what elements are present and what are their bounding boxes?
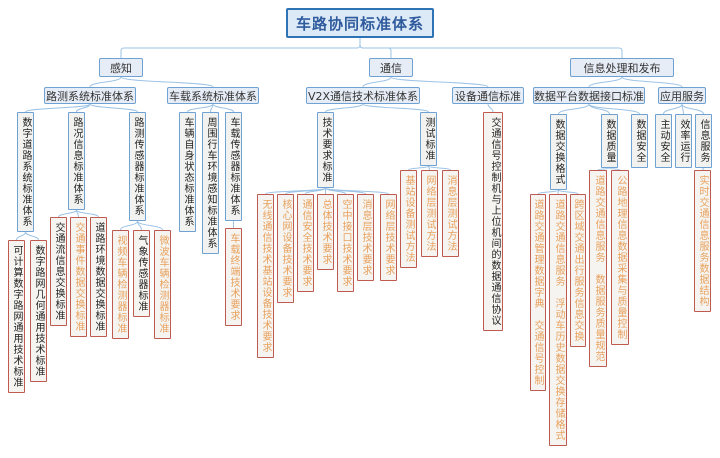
node-tongxin: 通信 [369, 58, 413, 77]
node-yingyong: 应用服务 [658, 87, 706, 104]
node-sjzl: 数据质量 [601, 114, 618, 168]
node-czzd: 车载终端技术要求 [225, 228, 242, 326]
node-kzjk: 空中接口技术要求 [337, 194, 354, 292]
node-xlyx: 效率运行 [675, 114, 692, 168]
node-dljt_zd: 道路交通管理数据字典 交通信号控制 [530, 194, 546, 391]
node-jtl: 交通流信息交换标准 [50, 217, 67, 326]
node-gldl: 公路地理信息数据采集与质量控制 [611, 170, 629, 345]
node-v2x_sys: V2X通信技术标准体系 [306, 87, 420, 104]
node-luce_sys: 路测系统标准体系 [44, 87, 136, 104]
node-czcgq: 车载传感器标准体系 [225, 112, 242, 221]
node-xinxichuli: 信息处理和发布 [570, 58, 674, 77]
node-root: 车路协同标准体系 [286, 8, 434, 38]
node-ssjt: 实时交通信息服务数据结构 [694, 170, 711, 312]
node-dlhj: 道路环境数据交换标准 [90, 217, 107, 337]
node-xxc_js: 消息层技术要求 [357, 194, 374, 281]
node-jsyq: 技术要求标准 [317, 112, 334, 188]
node-ztjs: 总体技术要求 [317, 194, 334, 270]
node-dljt_fd: 道路交通信息服务 浮动车历史数据交换存储格式 [549, 194, 567, 446]
node-clzs: 车辆自身状态标准体系 [179, 112, 196, 232]
node-kjs: 可计算数字路网通用技术标准 [8, 240, 25, 393]
node-chezai_sys: 车载系统标准体系 [167, 87, 259, 104]
node-sjaq: 数据安全 [631, 114, 648, 168]
node-csbz: 测试标准 [420, 112, 437, 166]
node-wbcl: 微波车辆检测器标准 [154, 230, 171, 339]
node-jtxh: 交通信号控制机与上位机间的数据通信协议 [483, 112, 503, 331]
node-szdl: 数字道路系统标准体系 [17, 112, 34, 232]
node-txaq: 通信安全技术要求 [297, 194, 314, 292]
node-kqy: 跨区域交通出行服务信息交换 [570, 194, 586, 347]
node-sjpt_std: 数据平台数据接口标准 [533, 87, 645, 104]
node-hxw: 核心网设备技术要求 [277, 194, 294, 303]
node-szlw: 数字路网几何通用技术标准 [30, 240, 47, 382]
node-xxc_cs: 消息层测试方法 [442, 170, 459, 257]
node-sjjh: 数据交换格式 [550, 114, 567, 190]
node-shebei_std: 设备通信标准 [452, 87, 524, 104]
node-jzsb_cs: 基站设备测试方法 [400, 170, 417, 268]
node-spcl: 视频车辆检测器标准 [112, 230, 129, 339]
node-zdaq: 主动安全 [655, 114, 672, 168]
node-zwxc: 周围行车环境感知标准体系 [202, 112, 219, 254]
node-jtsj: 交通事件数据交换标准 [70, 217, 87, 337]
node-wlc_cs: 网络层测试方法 [421, 170, 438, 257]
node-qxcgq: 气象传感器标准 [133, 230, 150, 317]
node-lccgq: 路测传感器标准体系 [129, 112, 146, 221]
node-lkxx: 路况信息标准体系 [68, 112, 85, 210]
node-xxfw: 信息服务 [695, 114, 712, 168]
node-wlc_js: 网络层技术要求 [380, 194, 397, 281]
node-ganzhi: 感知 [99, 58, 143, 77]
node-dljt_zl: 道路交通信息服务 数据服务质量规范 [589, 170, 607, 367]
node-wxtx: 无线通信技术基站设备技术要求 [257, 194, 274, 358]
